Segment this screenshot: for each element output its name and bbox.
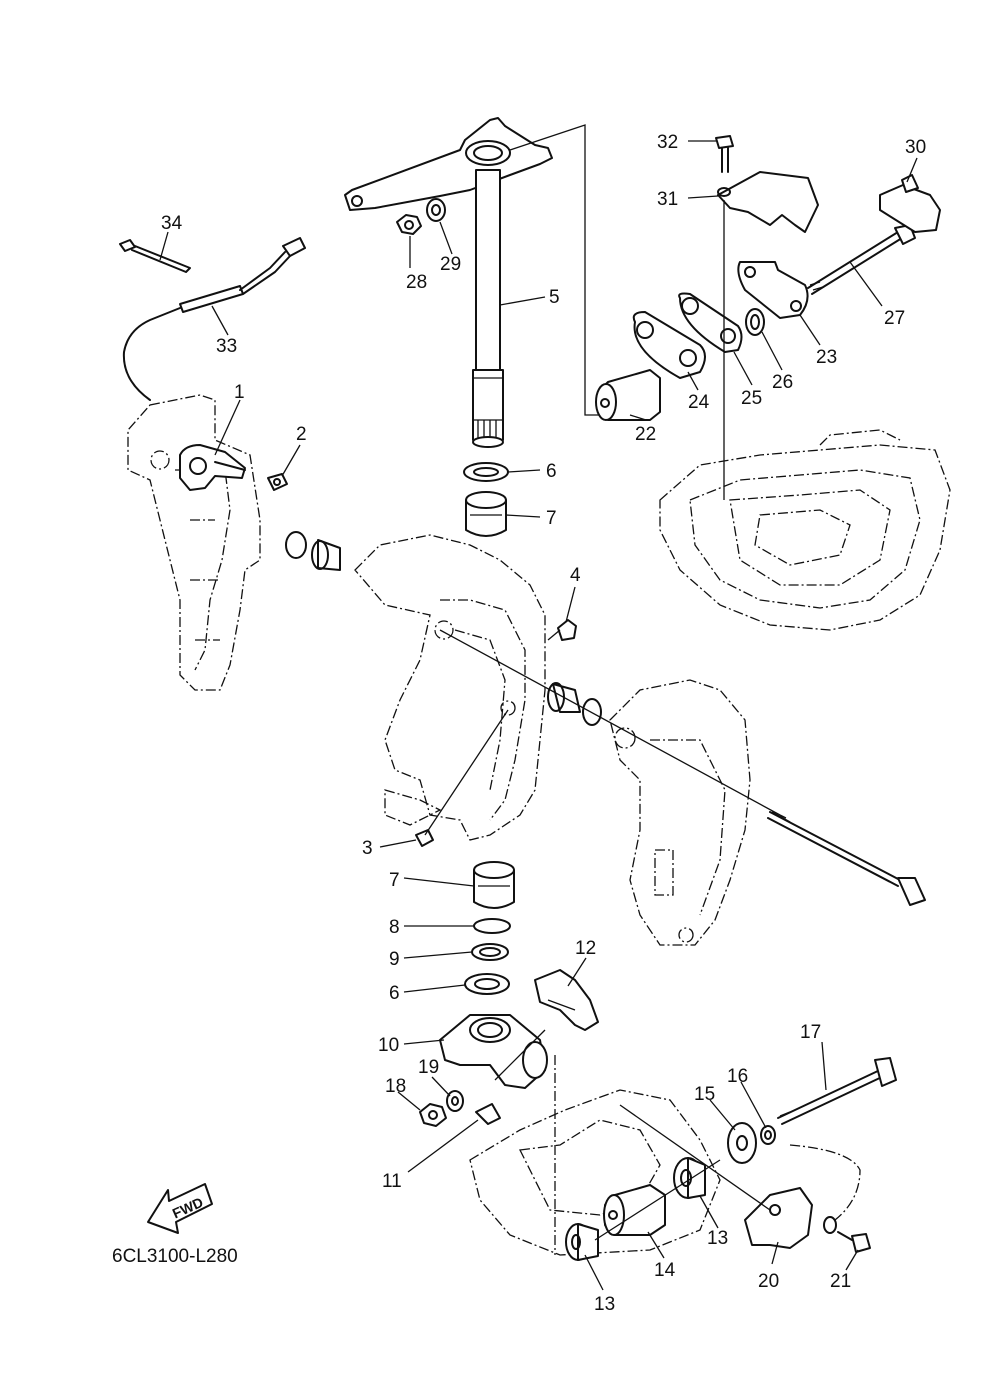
part-25-plate (678, 292, 743, 353)
callout-27: 27 (884, 308, 905, 329)
callout-7-upper: 7 (546, 508, 557, 529)
callout-34: 34 (161, 213, 183, 234)
part-6-lower-washer (464, 973, 510, 995)
part-27-bolt (807, 224, 916, 295)
callout-6-upper: 6 (546, 461, 557, 482)
callout-32: 32 (657, 132, 678, 153)
part-8-o-ring (473, 918, 511, 934)
callout-20: 20 (758, 1271, 779, 1292)
part-17-bolt (777, 1057, 897, 1125)
part-9-washer (471, 943, 509, 961)
part-15-washer (727, 1122, 757, 1164)
part-33-sensor-cable (122, 237, 306, 401)
callout-6-lower: 6 (389, 983, 400, 1004)
part-5-steering-shaft (344, 117, 553, 448)
part-21-bolt (823, 1216, 871, 1253)
callout-21: 21 (830, 1271, 851, 1292)
callout-1: 1 (234, 382, 245, 403)
callout-3: 3 (362, 838, 373, 859)
callout-14: 14 (654, 1260, 676, 1281)
callout-labels: 34 33 1 2 28 29 5 32 31 30 27 23 26 25 2… (161, 132, 926, 1315)
callout-13-lower: 13 (594, 1294, 615, 1315)
callout-31: 31 (657, 189, 678, 210)
callout-15: 15 (694, 1084, 715, 1105)
callout-30: 30 (905, 137, 926, 158)
part-3-screw (415, 829, 434, 847)
diagram-code: 6CL3100-L280 (112, 1246, 238, 1267)
part-10-steering-yoke (439, 1014, 548, 1089)
callout-18: 18 (385, 1076, 406, 1097)
part-13-lower-bushing (565, 1223, 599, 1261)
part-28-nut (396, 214, 422, 235)
callout-28: 28 (406, 272, 427, 293)
part-1-trim-sensor (179, 444, 246, 491)
part-12-lower-mount (534, 969, 599, 1031)
part-14-mount-rubber (603, 1184, 666, 1236)
reference-lines (424, 124, 781, 1241)
callout-23: 23 (816, 347, 837, 368)
part-6-upper-washer (463, 462, 509, 482)
callout-11: 11 (382, 1171, 402, 1192)
callout-26: 26 (772, 372, 793, 393)
callout-17: 17 (800, 1022, 821, 1043)
callout-12: 12 (575, 938, 596, 959)
part-7-upper-bushing (465, 491, 507, 537)
callout-13-upper: 13 (707, 1228, 728, 1249)
callout-4: 4 (570, 565, 581, 586)
part-7-lower-bushing (473, 861, 515, 909)
callout-22: 22 (635, 424, 656, 445)
part-2-screw (267, 473, 288, 491)
left-clamp-bracket (127, 394, 261, 691)
callout-2: 2 (296, 424, 307, 445)
part-22-mount-rubber (595, 369, 661, 421)
swivel-bracket (354, 534, 546, 841)
part-20-cover (744, 1187, 813, 1249)
right-tilt-bushing (547, 682, 602, 726)
fwd-arrow-icon: FWD (147, 1183, 213, 1234)
callout-29: 29 (440, 254, 461, 275)
part-29-washer (426, 198, 446, 222)
leader-lines (159, 140, 918, 1291)
ground-wire (789, 1144, 861, 1221)
callout-16: 16 (727, 1066, 748, 1087)
engine-lower-case (659, 429, 951, 631)
callout-19: 19 (418, 1057, 439, 1078)
callout-33: 33 (216, 336, 237, 357)
part-26-washer (745, 308, 765, 336)
part-13-upper-bushing (673, 1157, 706, 1199)
part-23-plate (737, 261, 809, 319)
lower-case (469, 1055, 721, 1256)
callout-25: 25 (741, 388, 762, 409)
part-19-washer (446, 1090, 464, 1112)
part-18-nut (419, 1103, 447, 1127)
part-32-bolt (715, 135, 734, 173)
left-tilt-bushing (285, 531, 341, 571)
part-16-washer (760, 1125, 776, 1145)
part-30-bracket (879, 174, 941, 233)
part-11-clip (475, 1103, 501, 1125)
part-34-cable-tie (119, 239, 191, 273)
callout-8: 8 (389, 917, 400, 938)
callout-24: 24 (688, 392, 710, 413)
part-4-grease-nipple (557, 619, 577, 641)
callout-7-lower: 7 (389, 870, 400, 891)
callout-9: 9 (389, 949, 400, 970)
tilt-bolt (767, 811, 926, 906)
part-24-plate (632, 311, 706, 379)
callout-5: 5 (549, 287, 560, 308)
part-31-cover (717, 171, 819, 233)
right-clamp-bracket (609, 679, 751, 946)
callout-10: 10 (378, 1035, 399, 1056)
